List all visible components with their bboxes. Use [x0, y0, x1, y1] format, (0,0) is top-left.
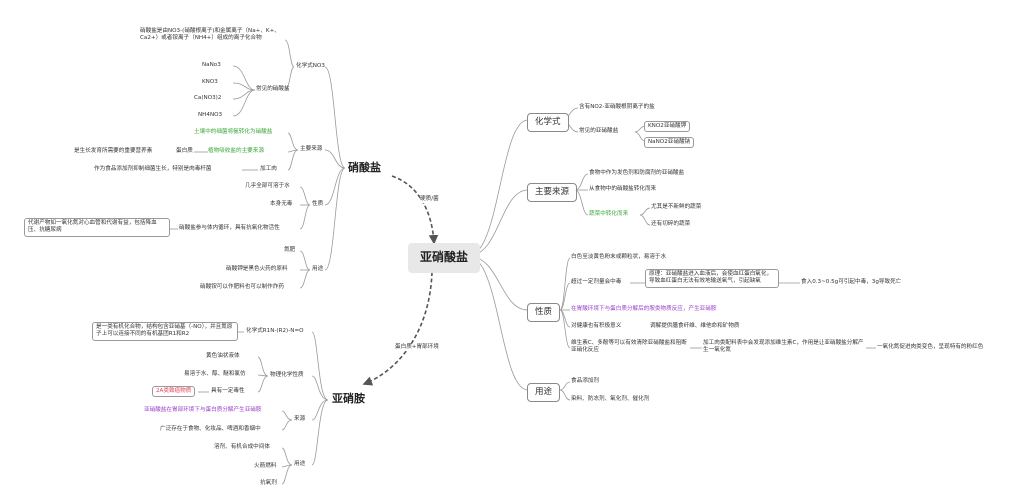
nitrate-cycle: 硝酸盐参与体内循环，具有抗氧化物活性 — [179, 225, 280, 231]
nitrite-toxicity-mechanism: 原理：亚硝酸盐进入血液后，会使血红蛋白氧化，导致血红蛋白无法有效地输送氧气，引起… — [645, 269, 779, 288]
nitrite-vitamin-c-detail: 加工肉类配料表中会发现添加维生素C，作用是让亚硝酸盐分解产生一氧化氮 — [703, 340, 864, 354]
nitrite-source-vegetables: 蔬菜中转化而来 — [589, 211, 629, 217]
nitrosamine-carcinogen: 2A类致癌物质 — [152, 386, 196, 398]
nitrosamine-toxicity: 具有一定毒性 — [211, 388, 245, 394]
nitrate-soluble: 几乎全部可溶于水 — [245, 183, 290, 189]
nitrite-veg-chopped: 还有切碎的蔬菜 — [651, 221, 691, 227]
nitrite-use-dye: 染料、防冻剂、氧化剂、催化剂 — [571, 396, 650, 402]
nitrite-source-food: 食物中作为发色剂和防腐剂的亚硝酸盐 — [589, 170, 685, 176]
link-label-bacteria: 硬质/菌 — [420, 196, 439, 204]
nitrosamine-chem-desc: 是一类有机化合物，结构包含亚硝基（-NO），并且氮原子上可以连接不同的有机基团R… — [92, 322, 238, 341]
nitrite-props-branch[interactable]: 性质 — [527, 303, 561, 323]
nitrate-node[interactable]: 硝酸盐 — [348, 161, 381, 174]
nitrite-vitamin-c: 维生素C、多酚等可以有效清除亚硝酸盐和阻断亚硝化反应 — [571, 340, 687, 354]
nitrosamine-uses-label: 用途 — [294, 461, 306, 467]
nitrite-use-additive: 食品添加剂 — [571, 378, 599, 384]
nitrite-uses-branch[interactable]: 用途 — [527, 383, 561, 403]
nitrite-ion-desc: 含有NO2-亚硝酸根阴离子的盐 — [579, 104, 655, 110]
nitrite-source-branch[interactable]: 主要来源 — [527, 183, 578, 203]
nitrite-item-kno2: KNO2亚硝酸钾 — [644, 121, 691, 133]
nitrite-health-benefit: 对健康也有积极意义 — [571, 323, 622, 329]
nitrate-item-nano3: NaNo3 — [202, 62, 221, 68]
nitrite-toxic-dose: 食入0.3~0.5g可引起中毒，3g导致死亡 — [801, 279, 902, 285]
nitrate-chem-desc: 硝酸盐是由NO3-(硝酸根离子)和金属离子（Na+、K+、Ca2+）或者铵离子（… — [140, 28, 280, 42]
nitrite-veg-stale: 尤其是不新鲜的蔬菜 — [651, 204, 702, 210]
nitrosamine-use-rocket-fuel: 火箭燃料 — [254, 463, 277, 469]
nitrosamine-use-solvent: 溶剂、有机合成中间体 — [214, 444, 270, 450]
nitrate-item-nh4no3: NH4NO3 — [198, 112, 223, 118]
nitrosamine-solubility: 易溶于水、醇、醚和氯仿 — [184, 371, 246, 377]
nitrate-source-plant: 植物吸收盐的主要来源 — [208, 148, 264, 154]
nitrosamine-oily: 黄色油状液体 — [206, 353, 240, 359]
nitrate-uses-label: 用途 — [312, 266, 324, 272]
nitrate-use-ammonium: 硝酸铵可以作肥料也可以制作炸药 — [200, 284, 284, 290]
nitrite-item-nano2: NaNO2亚硝酸钠 — [644, 137, 695, 149]
root-node-nitrite[interactable]: 亚硝酸盐 — [408, 243, 481, 273]
nitrate-use-gunpowder: 硝酸钾是黑色火药的原料 — [226, 266, 288, 272]
nitrate-use-fertilizer: 氮肥 — [284, 247, 296, 253]
nitrate-chem-label: 化学式NO3 — [296, 63, 325, 69]
nitrosamine-source-gastric: 亚硝酸盐在胃部环境下与蛋白质分解产生亚硝胺 — [144, 407, 262, 413]
nitrite-chem-branch[interactable]: 化学式 — [527, 113, 569, 133]
nitrosamine-chem-label: 化学式R1N-(R2)-N=O — [246, 328, 304, 334]
nitrite-excess: 超过一定剂量会中毒 — [571, 279, 622, 285]
nitrite-stomach-reaction: 在胃酸环境下与蛋白质分解后的胺类物质反应，产生亚硝胺 — [571, 306, 717, 312]
link-label-protein-stomach: 蛋白质+胃部环境 — [395, 344, 439, 352]
nitrate-item-kno3: KNO3 — [202, 79, 218, 85]
nitrate-heart-benefit: 代谢产物如一氧化氮对心血管和代谢有益，包括降血压、抗糖尿病 — [24, 218, 170, 237]
nitrate-common-label: 常见的硝酸盐 — [256, 86, 290, 92]
nitrate-nontoxic: 本身无毒 — [270, 201, 293, 207]
nitrate-processed-meat: 加工肉 — [260, 166, 277, 172]
nitrosamine-use-antioxidant: 抗氧剂 — [260, 480, 277, 486]
nitrate-source-label: 主要来源 — [300, 146, 323, 152]
nitrite-source-conversion: 从食物中的硝酸盐转化而来 — [589, 186, 657, 192]
nitrate-protein: 蛋白质 — [176, 148, 193, 154]
nitrate-props-label: 性质 — [312, 201, 324, 207]
nitrate-item-cano3: Ca(NO3)2 — [194, 95, 222, 101]
nitrosamine-phys-label: 物理化学性质 — [270, 372, 304, 378]
nitrite-color-effect: 一氧化氮促进肉类变色，呈现特有的粉红色 — [877, 344, 984, 350]
nitrosamine-source-label: 来源 — [294, 416, 306, 422]
nitrate-source-soil: 土壤中的细菌将氨转化为硝酸盐 — [194, 129, 273, 135]
nitrosamine-node[interactable]: 亚硝胺 — [332, 392, 365, 405]
nitrosamine-source-wide: 广泛存在于食物、化妆品、啤酒和香烟中 — [160, 426, 261, 432]
nitrate-additive: 作为食品添加剂抑制细菌生长，特别是肉毒杆菌 — [94, 166, 212, 172]
nitrate-growth: 是生长发育所需要的重要营养素 — [74, 148, 153, 154]
nitrite-common-label: 常见的亚硝酸盐 — [579, 128, 619, 134]
nitrite-appearance: 白色至淡黄色粉末或颗粒状，易溶于水 — [571, 254, 667, 260]
nitrite-health-desc: 调解提供膳食纤维、维他命和矿物质 — [650, 323, 740, 329]
